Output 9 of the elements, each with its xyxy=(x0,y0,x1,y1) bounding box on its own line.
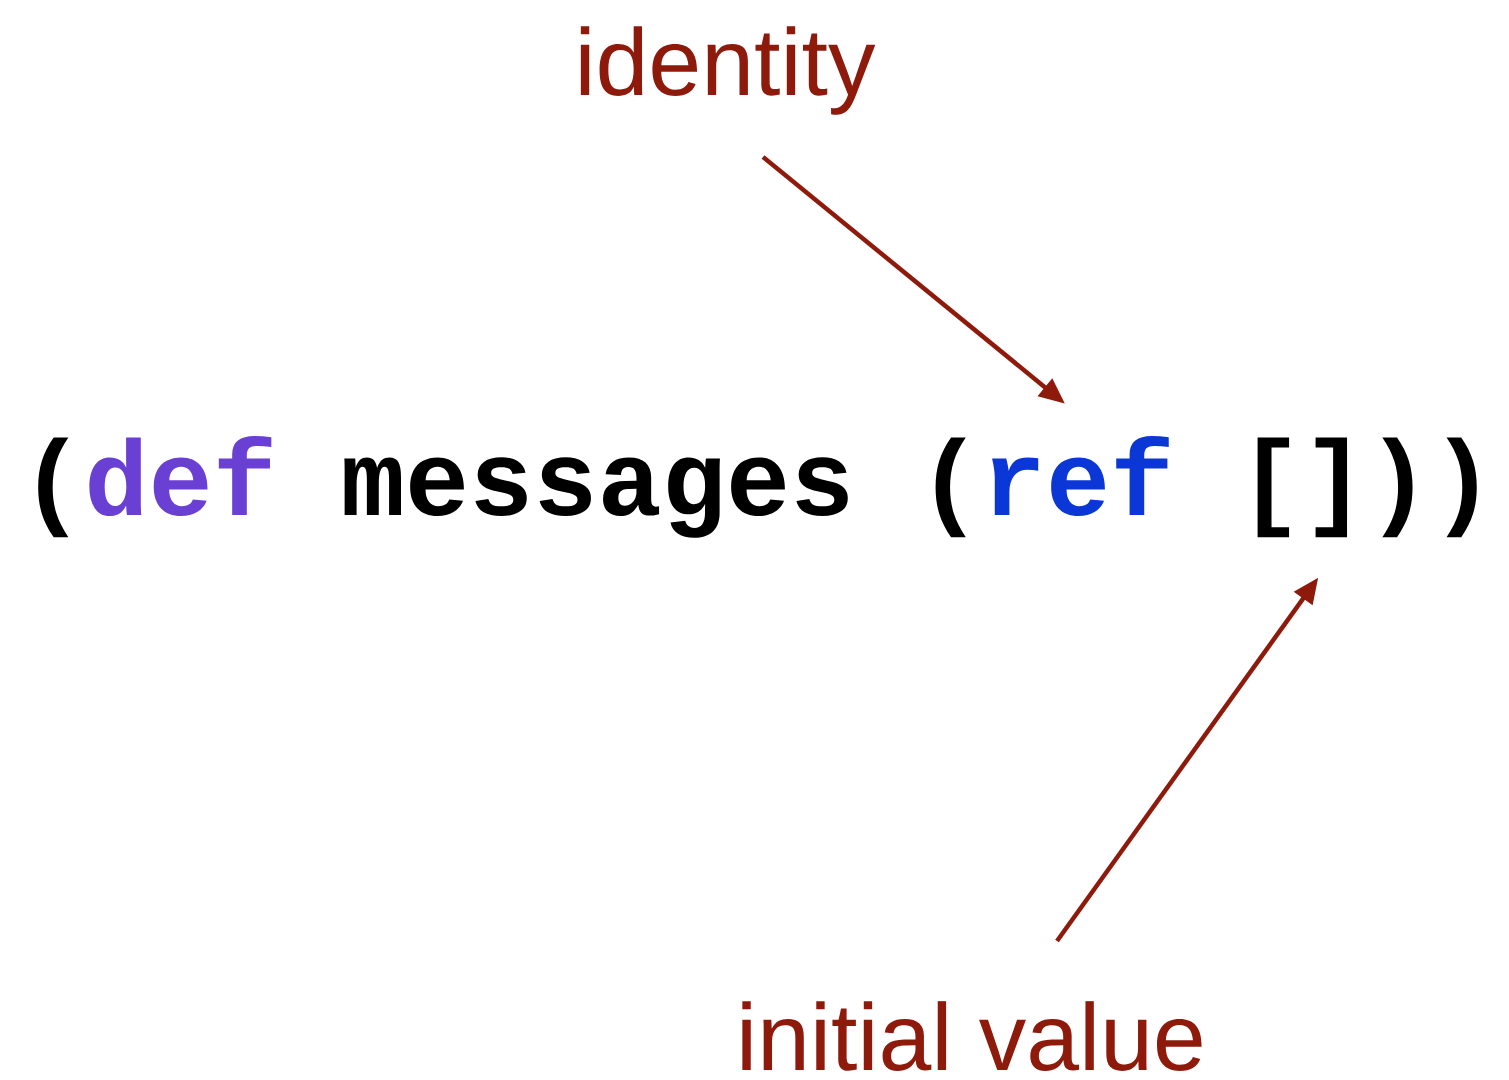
code-token: ( xyxy=(38,437,69,538)
code-token: [] xyxy=(1257,437,1348,538)
annotation-label: identity xyxy=(580,26,876,115)
code-token: def xyxy=(89,435,272,517)
annotation-label: initial value xyxy=(742,1001,1202,1071)
code-token: ( xyxy=(935,437,966,538)
code-token: )) xyxy=(1382,437,1477,538)
code-token: ref xyxy=(992,435,1169,517)
code-token: messages xyxy=(344,457,848,538)
